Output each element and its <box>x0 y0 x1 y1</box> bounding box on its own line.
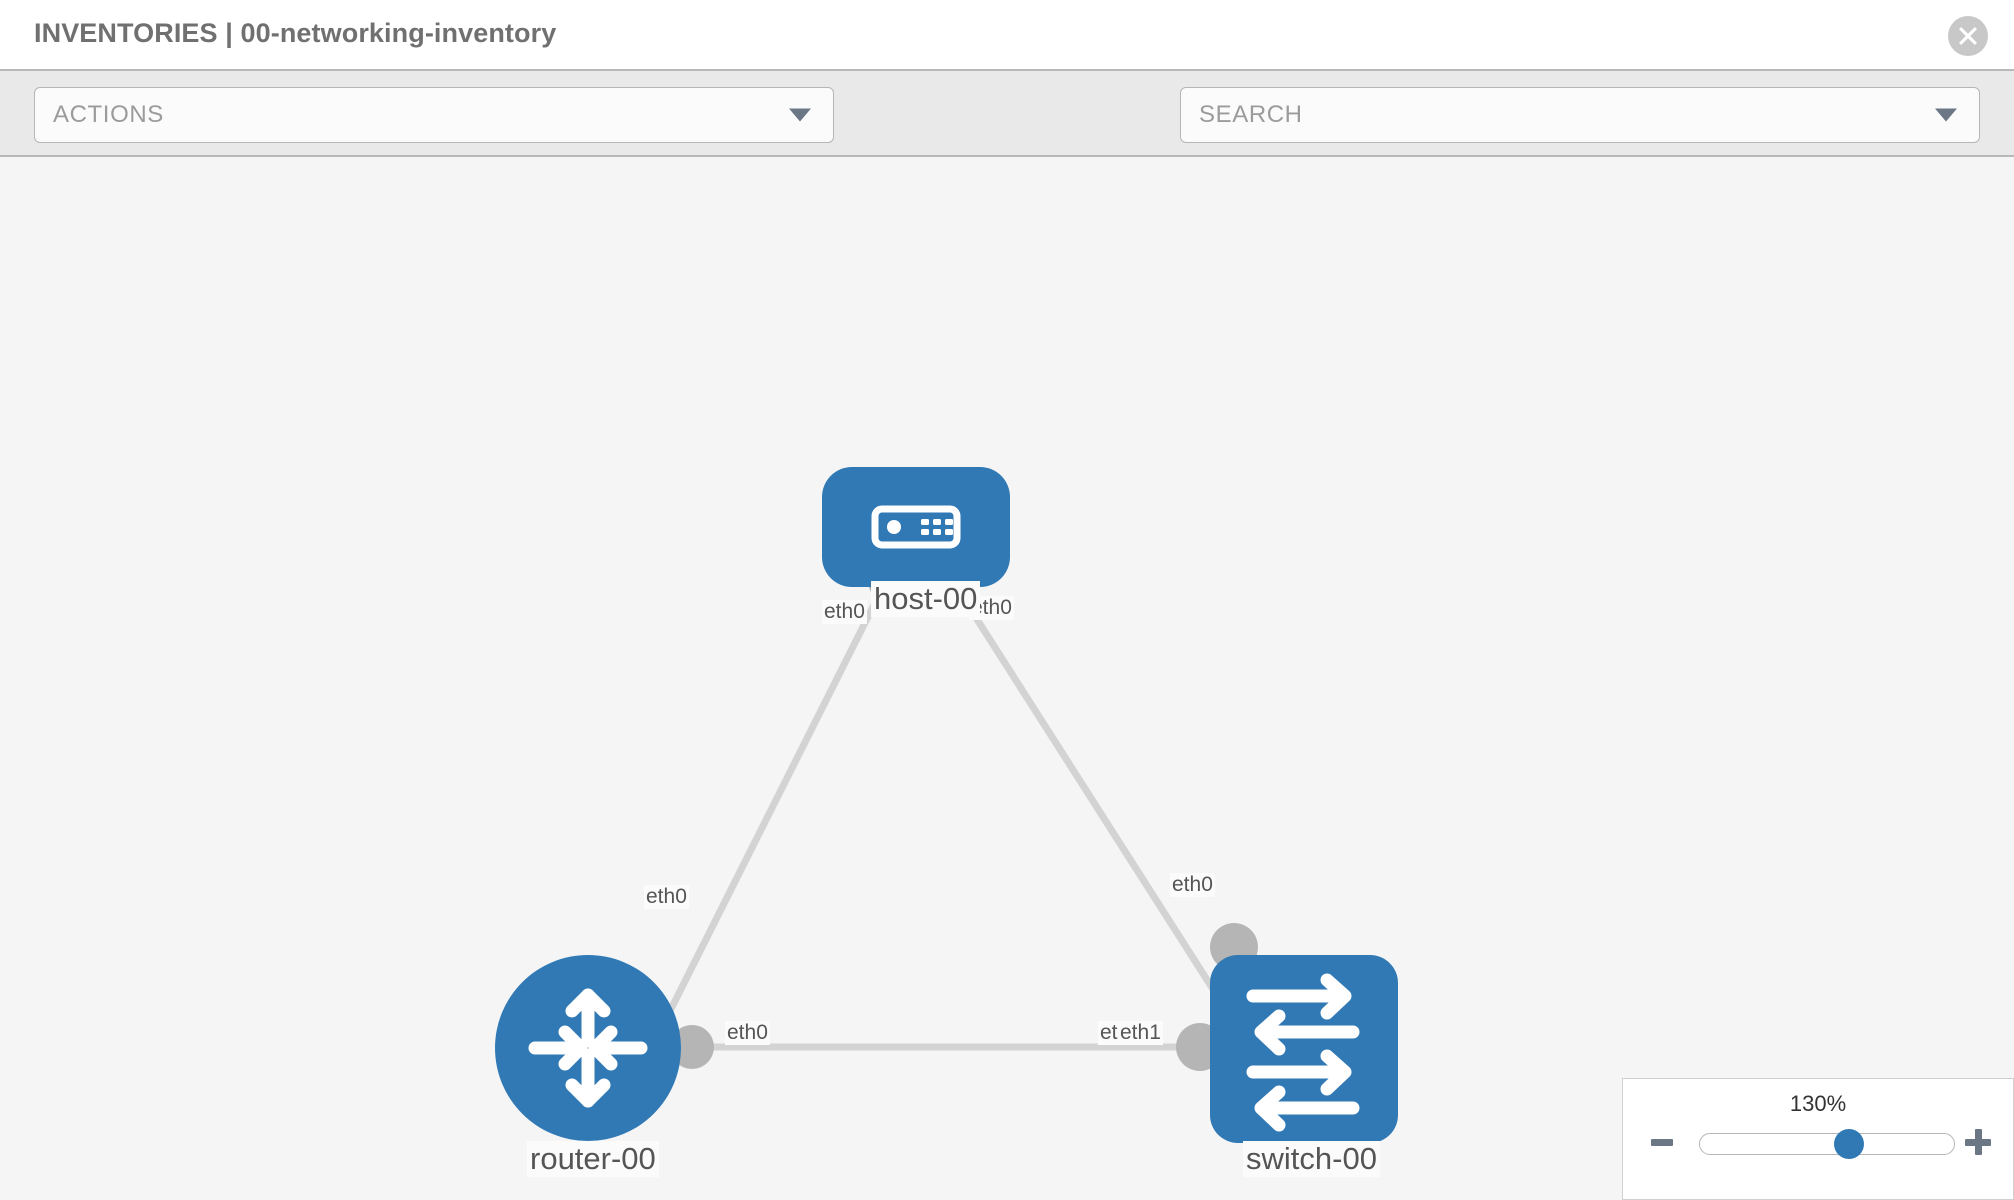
actions-dropdown[interactable]: ACTIONS <box>34 87 834 143</box>
search-placeholder: SEARCH <box>1199 101 1303 128</box>
toolbar: ACTIONS SEARCH <box>0 71 2014 201</box>
chevron-down-icon <box>1935 108 1957 122</box>
topology-graph <box>495 467 1398 1143</box>
topology-edges <box>660 575 1244 1051</box>
page-title: INVENTORIES | 00-networking-inventory <box>34 18 557 48</box>
node-switch-00 <box>1210 955 1398 1143</box>
zoom-control-panel: 130% <box>1622 1078 2014 1200</box>
chevron-down-icon <box>789 108 811 122</box>
node-router-00 <box>495 955 681 1141</box>
interface-label: eth0 <box>822 600 867 625</box>
interface-label: eth0 <box>644 885 689 910</box>
interface-label: eth1 <box>1118 1021 1163 1046</box>
zoom-level-value: 130% <box>1789 1091 1847 1116</box>
search-input[interactable]: SEARCH <box>1180 87 1980 143</box>
zoom-slider-track[interactable] <box>1699 1129 1955 1159</box>
edge-host00-switch00 <box>947 575 1235 1021</box>
zoom-slider-row <box>1623 1129 2013 1173</box>
close-icon[interactable] <box>1948 16 1988 56</box>
node-switch-00-shape <box>1210 955 1398 1143</box>
interface-label: eth0 <box>725 1021 770 1046</box>
server-host-icon-details <box>887 519 953 535</box>
topology-canvas[interactable]: eth0 eth0 eth0 eth0 eth0 eth0 eth1 host-… <box>0 157 2014 1200</box>
node-label-router-00[interactable]: router-00 <box>527 1141 659 1177</box>
topology-connectors <box>670 559 1258 1071</box>
router-arrows-icon <box>528 988 648 1108</box>
node-host-00-shape <box>822 467 1010 587</box>
minus-icon[interactable] <box>1651 1139 1673 1146</box>
zoom-slider-thumb[interactable] <box>1834 1129 1865 1159</box>
title-bar: INVENTORIES | 00-networking-inventory <box>0 0 2014 71</box>
node-router-00-shape <box>495 955 681 1141</box>
connector-nub-router-right <box>670 1025 714 1069</box>
node-host-00 <box>822 467 1010 587</box>
node-label-switch-00[interactable]: switch-00 <box>1243 1141 1380 1177</box>
edge-host00-router00 <box>662 575 892 1021</box>
node-label-host-00[interactable]: host-00 <box>871 581 981 617</box>
plus-icon[interactable] <box>1965 1129 1991 1155</box>
actions-dropdown-label: ACTIONS <box>53 101 164 128</box>
switch-arrows-icon <box>1246 973 1360 1132</box>
server-host-icon <box>871 505 961 549</box>
interface-label: eth0 <box>1170 873 1215 898</box>
